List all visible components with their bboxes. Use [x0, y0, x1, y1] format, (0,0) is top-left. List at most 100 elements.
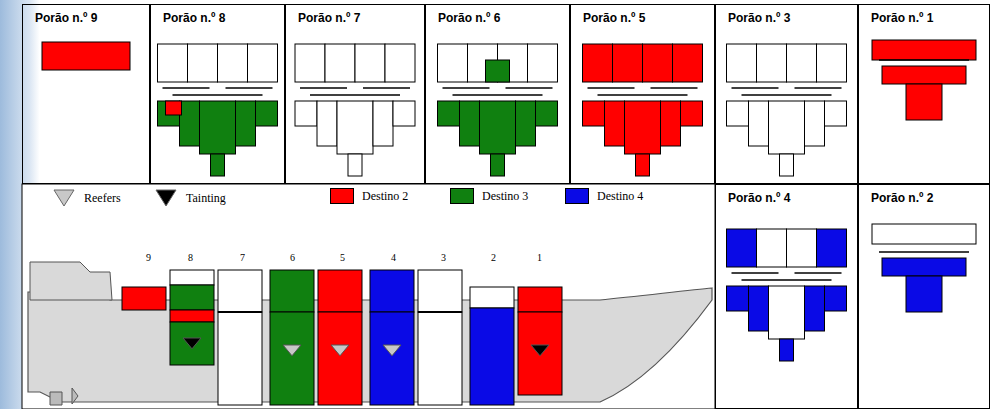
hold-cell — [749, 286, 769, 331]
bay-number: 6 — [290, 252, 295, 263]
legend-symbol — [52, 188, 76, 208]
hold-panel: Porão n.º 5 — [570, 4, 715, 184]
hold-cell — [605, 101, 625, 146]
bay-number: 9 — [146, 252, 151, 263]
hold-cell — [825, 286, 847, 311]
bay-cell — [270, 312, 314, 405]
cargo-block — [42, 42, 130, 70]
hold-panel: Porão n.º 3 — [715, 4, 858, 184]
superstructure — [30, 262, 112, 300]
hold-title: Porão n.º 6 — [426, 5, 500, 25]
hold-panel: Porão n.º 2 — [858, 184, 990, 409]
hatch-line — [443, 87, 490, 89]
legend-swatch — [565, 188, 589, 204]
legend-item: Destino 4 — [565, 188, 643, 204]
bay-number: 4 — [391, 252, 396, 263]
hatch-line — [598, 94, 688, 96]
legend-text: Destino 3 — [482, 189, 528, 204]
legend-swatch — [450, 188, 474, 204]
hold-cell — [236, 101, 256, 146]
reefer-marker — [283, 345, 301, 356]
reefer-marker — [331, 345, 349, 356]
hold-cell — [348, 154, 362, 176]
hold-panel: Porão n.º 8 — [150, 4, 285, 184]
bay-cell — [170, 322, 214, 365]
hold-title: Porão n.º 5 — [571, 5, 645, 25]
hatch-line — [506, 87, 553, 89]
bay-cell — [370, 270, 414, 312]
hold-cell — [393, 101, 415, 126]
bay-cell — [318, 270, 362, 312]
hold-title: Porão n.º 8 — [151, 5, 225, 25]
hold-cell — [200, 101, 236, 154]
hatch-line — [879, 251, 969, 253]
hatch-line — [310, 94, 400, 96]
reefer-marker — [383, 345, 401, 356]
hold-cell — [211, 154, 225, 176]
hold-panel: Porão n.º 4 — [715, 184, 858, 409]
deck-cell — [787, 229, 817, 267]
deck-cell — [757, 44, 787, 82]
hold-title: Porão n.º 9 — [23, 5, 97, 25]
bay-cell — [170, 270, 214, 285]
bay-number: 8 — [188, 252, 193, 263]
bay-number: 3 — [441, 252, 446, 263]
hatch-line — [742, 94, 832, 96]
hold-cell — [727, 286, 749, 311]
legend-triangle — [156, 190, 176, 206]
hold-cell — [460, 101, 480, 146]
deck-cell — [355, 44, 385, 82]
bay-cell — [318, 312, 362, 405]
hold-cell — [491, 154, 505, 176]
deck-cell — [613, 44, 643, 82]
legend-item: Destino 2 — [330, 188, 408, 204]
hold-panel: Porão n.º 6 — [425, 4, 570, 184]
hatch-line — [795, 87, 842, 89]
hold-cell — [780, 154, 794, 176]
hatch-line — [453, 94, 543, 96]
bay-cell — [170, 310, 214, 322]
hold-cell — [636, 154, 650, 176]
bay-cell — [370, 312, 414, 405]
hold-cell — [625, 101, 661, 154]
tainting-marker — [531, 345, 549, 356]
hatch-line — [879, 59, 969, 61]
hold-cell — [438, 101, 460, 126]
hold-cell — [516, 101, 536, 146]
hold-cell — [769, 286, 805, 339]
hold-cell — [805, 101, 825, 146]
hold-cell — [681, 101, 703, 126]
hold-cell — [749, 101, 769, 146]
hold-cell — [295, 101, 317, 126]
deck-cell — [583, 44, 613, 82]
bay-cell — [270, 270, 314, 312]
profile-frame — [22, 184, 715, 409]
deck-cell — [438, 44, 468, 82]
legend-text: Reefers — [84, 191, 121, 206]
hold-cell — [337, 101, 373, 154]
deck-cell — [727, 229, 757, 267]
bay-cell — [418, 270, 462, 312]
bay-cell — [170, 285, 214, 310]
deck-cell — [188, 44, 218, 82]
hold-cell — [583, 101, 605, 126]
deck-cell — [787, 44, 817, 82]
legend-text: Destino 4 — [597, 189, 643, 204]
deck-line — [418, 311, 462, 313]
hold-cell — [661, 101, 681, 146]
legend-item: Tainting — [154, 188, 226, 208]
legend-item: Destino 3 — [450, 188, 528, 204]
bay-cell — [122, 287, 166, 310]
bay-cell — [470, 308, 514, 405]
legend-swatch — [330, 188, 354, 204]
hold-cell — [317, 101, 337, 146]
hold-cell — [536, 101, 558, 126]
bay-cell — [218, 312, 262, 405]
deck-line — [218, 311, 262, 313]
deck-cell — [673, 44, 703, 82]
bay-cell — [218, 270, 262, 312]
deck-cell — [385, 44, 415, 82]
hold-cell — [780, 339, 794, 361]
